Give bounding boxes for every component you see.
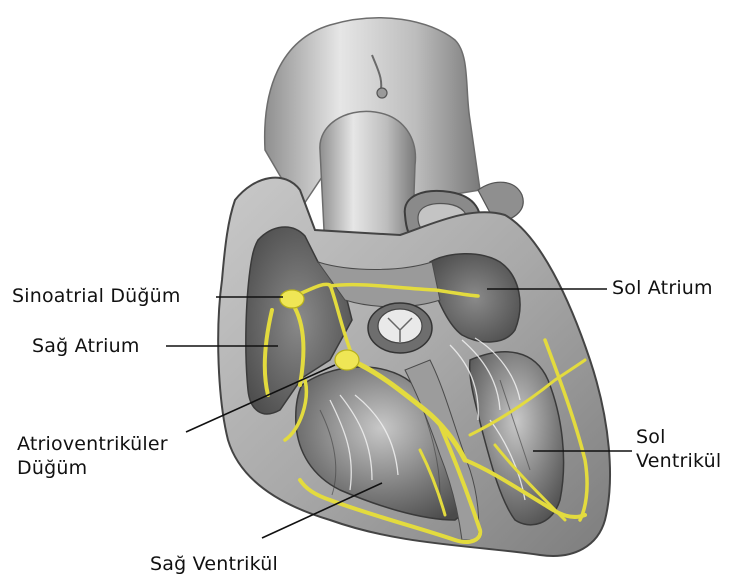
label-av-node: Atrioventriküler Düğüm: [17, 432, 168, 480]
label-left-ventricle: Sol Ventrikül: [636, 425, 721, 473]
label-left-ventricle-line1: Sol: [636, 425, 721, 449]
label-left-ventricle-line2: Ventrikül: [636, 449, 721, 473]
label-sinoatrial-node: Sinoatrial Düğüm: [12, 284, 181, 308]
vessel-branch: [377, 88, 387, 98]
label-right-ventricle: Sağ Ventrikül: [150, 552, 278, 576]
label-left-atrium: Sol Atrium: [612, 276, 713, 300]
label-av-node-line1: Atrioventriküler: [17, 432, 168, 456]
atrioventricular-node: [335, 350, 359, 370]
sinoatrial-node: [280, 290, 304, 308]
tricuspid-valve: [368, 303, 432, 353]
label-av-node-line2: Düğüm: [17, 456, 168, 480]
label-right-atrium: Sağ Atrium: [32, 334, 140, 358]
